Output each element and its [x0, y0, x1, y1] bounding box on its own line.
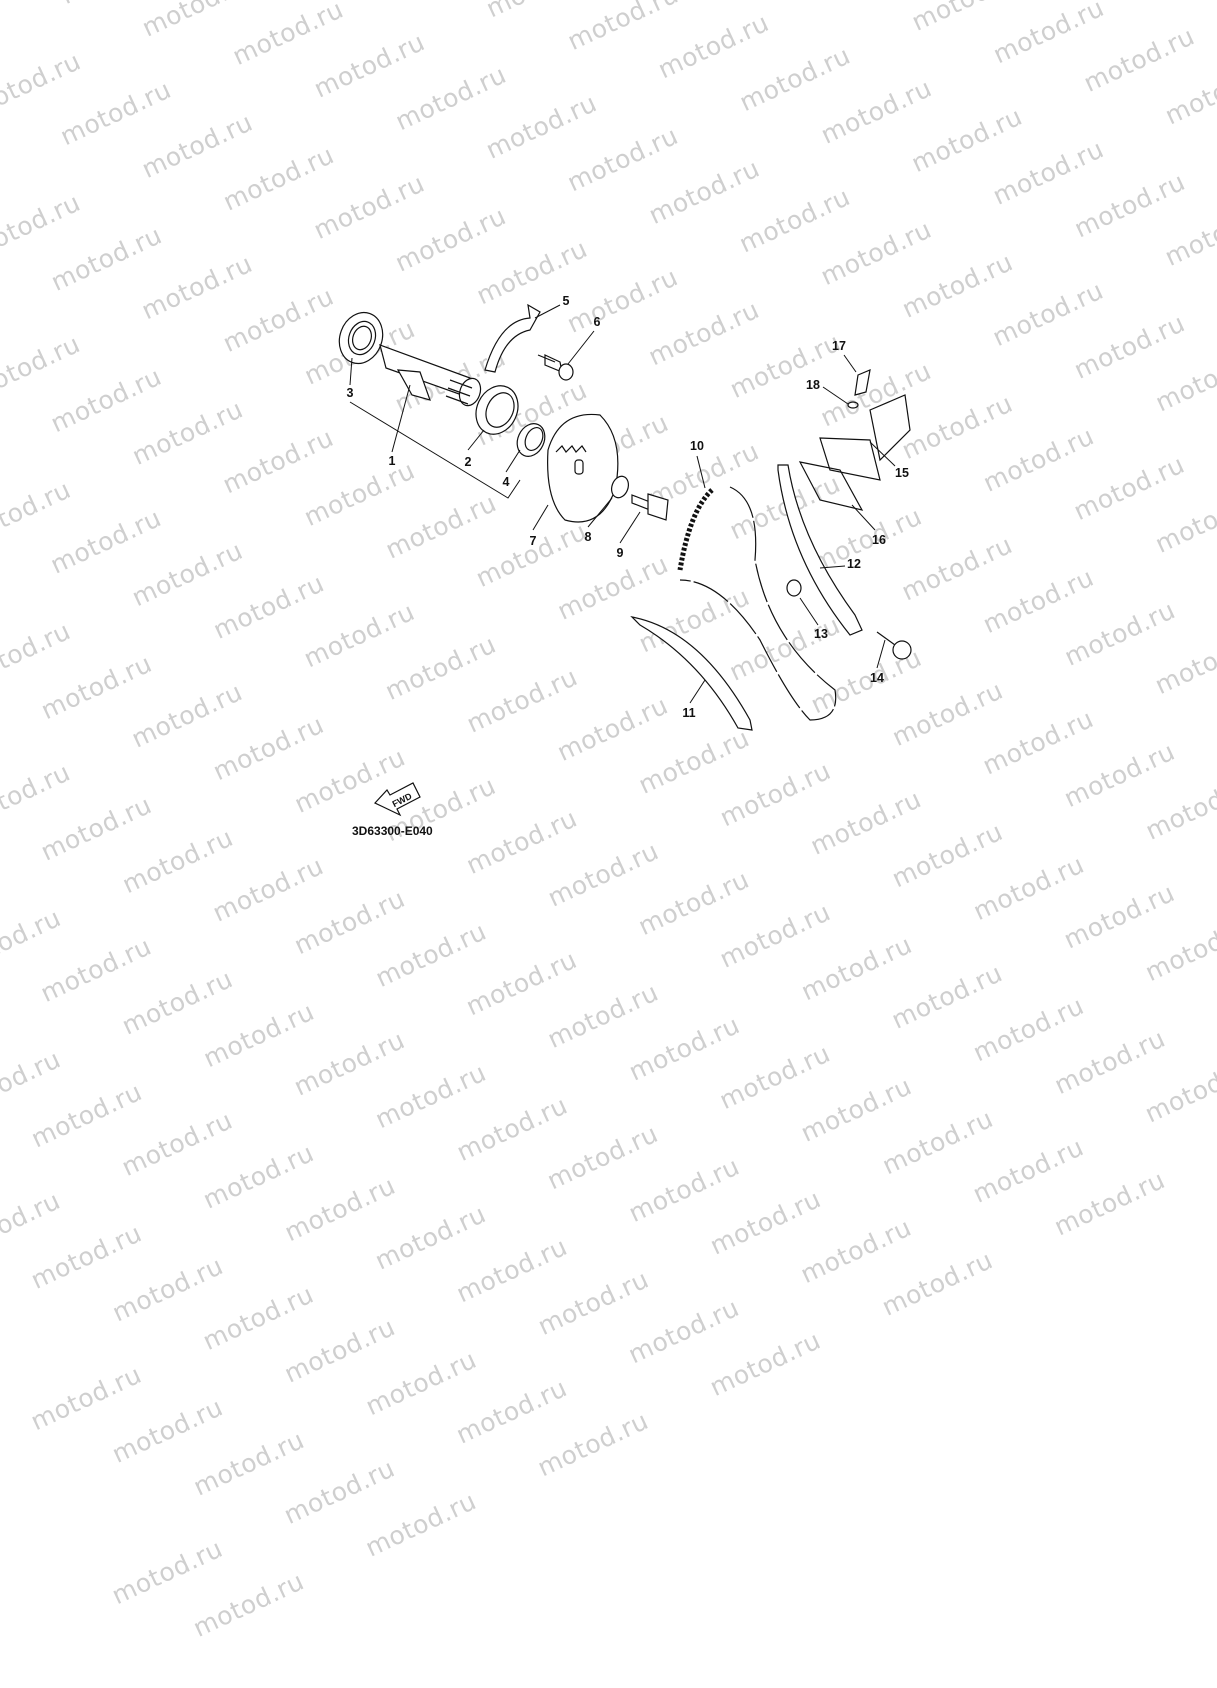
watermark-text: motod.ru [968, 1132, 1089, 1209]
fwd-arrow-icon [374, 782, 421, 817]
watermark-text: motod.ru [117, 1105, 237, 1182]
watermark-text: motod.ru [0, 1185, 65, 1263]
watermark-text: motod.ru [542, 1118, 663, 1196]
camshaft-1-drawing [379, 344, 482, 407]
part-number-4: 4 [502, 475, 510, 489]
watermark-text: motod.ru [624, 1010, 745, 1087]
exploded-parts-diagram [338, 303, 912, 817]
part-number-11: 11 [682, 706, 696, 720]
watermark-text: motod.ru [370, 1057, 491, 1135]
watermark-text: motod.ru [361, 1344, 481, 1422]
part-number-13: 13 [814, 627, 828, 641]
watermark-text: motod.ru [107, 1251, 228, 1328]
bolt-9-drawing [631, 493, 669, 521]
part-number-10: 10 [690, 439, 704, 453]
watermark-text: motod.ru [279, 1453, 400, 1530]
watermark-text: motod.ru [796, 1212, 916, 1290]
watermark-text: motod.ru [968, 990, 1089, 1068]
diagram-code: 3D63300-E040 [352, 824, 433, 838]
bearing-3-drawing [338, 311, 384, 365]
ring-4-drawing [516, 423, 546, 457]
watermark-text: motod.ru [289, 1025, 410, 1102]
bolt-14-drawing [876, 631, 912, 660]
part-number-16: 16 [872, 533, 886, 547]
watermark-text: motod.ru [198, 1279, 319, 1356]
watermark-text: motod.ru [188, 1425, 309, 1502]
watermark-text: motod.ru [451, 1231, 572, 1309]
oring-18-drawing [847, 401, 859, 409]
watermark-text: motod.ru [1049, 1164, 1170, 1242]
part-number-2: 2 [464, 455, 472, 469]
lever-5-drawing [484, 303, 541, 373]
watermark-text: motod.ru [1049, 1023, 1170, 1101]
watermark-text: motod.ru [533, 1405, 653, 1483]
watermark-text: motod.ru [533, 1264, 654, 1341]
part-number-14: 14 [870, 671, 884, 685]
bearing-2-drawing [475, 385, 519, 435]
watermark-text: motod.ru [107, 1392, 228, 1469]
bolt-17-drawing [854, 369, 871, 396]
part-number-1: 1 [388, 454, 396, 468]
watermark-text: motod.ru [198, 996, 319, 1074]
part-number-15: 15 [895, 466, 909, 480]
watermark-text: motod.ru [0, 1044, 66, 1121]
washer-8-drawing [610, 475, 630, 499]
watermark-text: motod.ru [877, 1245, 998, 1322]
part-number-6: 6 [593, 315, 601, 329]
watermark-text: motod.ru [26, 1359, 146, 1437]
watermark-text: motod.ru [279, 1312, 400, 1389]
part-number-18: 18 [806, 378, 820, 392]
watermark-text: motod.ru [623, 1292, 744, 1370]
watermark-text: motod.ru [0, 966, 56, 1104]
part-number-8: 8 [584, 530, 592, 544]
watermark-text: motod.ru [624, 1151, 744, 1228]
watermark-text: motod.ru [705, 1184, 826, 1261]
watermark-text: motod.ru [370, 1199, 491, 1276]
watermark-text: motod.ru [280, 1170, 400, 1248]
watermark-text: motod.ru [107, 1533, 228, 1611]
watermark-text: motod.ru [360, 1486, 481, 1563]
watermark-text: motod.ru [705, 1325, 826, 1402]
part-number-3: 3 [346, 386, 354, 400]
sprocket-7-drawing [547, 413, 619, 523]
leader-lines [349, 304, 896, 704]
watermark-text: motod.ru [188, 1566, 309, 1643]
collar-13-drawing [786, 579, 802, 597]
watermark-text: motod.ru [452, 1090, 573, 1167]
watermark-text: motod.ru [1140, 1051, 1217, 1129]
guide-12-drawing [777, 464, 863, 636]
guide-11-drawing [630, 616, 753, 731]
gasket-16-drawing [798, 461, 864, 511]
watermark-text: motod.ru [877, 1103, 998, 1181]
watermark-row: motod.rumotod.rumotod.rumotod.rumotod.ru… [181, 824, 1217, 1660]
part-number-5: 5 [562, 294, 570, 308]
bolt-6-drawing [537, 354, 574, 381]
watermark-text: motod.ru [117, 964, 238, 1041]
part-number-7: 7 [529, 534, 537, 548]
watermark-text: motod.ru [198, 1138, 319, 1215]
watermark-text: motod.ru [26, 1077, 147, 1154]
part-number-12: 12 [847, 557, 861, 571]
part-number-9: 9 [616, 546, 624, 560]
watermark-text: motod.ru [26, 1218, 147, 1295]
watermark-text: motod.ru [451, 1373, 572, 1450]
part-number-17: 17 [832, 339, 846, 353]
watermark-text: motod.ru [887, 958, 1007, 1035]
chain-10-drawing [677, 486, 837, 721]
watermark-text: motod.ru [542, 977, 663, 1054]
watermark-text: motod.ru [461, 944, 582, 1022]
watermark-text: motod.ru [714, 1038, 835, 1116]
watermark-text: motod.ru [796, 1071, 917, 1148]
